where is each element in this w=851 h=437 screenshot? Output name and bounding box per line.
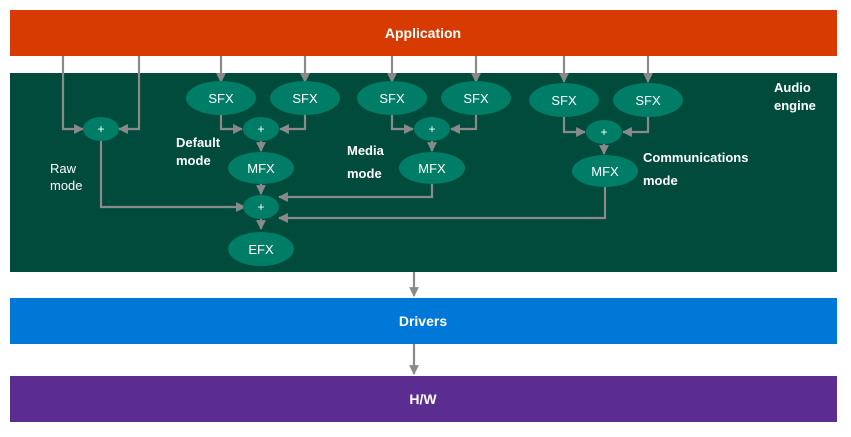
svg-text:SFX: SFX xyxy=(551,93,577,108)
connections xyxy=(61,56,653,375)
hw-label: H/W xyxy=(409,391,437,407)
hw-bar xyxy=(10,376,837,422)
efx-node: EFX xyxy=(228,232,294,266)
svg-text:SFX: SFX xyxy=(463,91,489,106)
svg-text:+: + xyxy=(257,122,264,136)
svg-text:SFX: SFX xyxy=(292,91,318,106)
raw-mode-label: Raw mode xyxy=(50,161,83,193)
svg-text:+: + xyxy=(97,122,104,136)
communications-mfx-node: MFX xyxy=(572,155,638,187)
default-mode-label: Default mode xyxy=(176,135,224,168)
media-sfx-node-2: SFX xyxy=(441,81,511,115)
default-mfx-node: MFX xyxy=(228,152,294,184)
media-mfx-node: MFX xyxy=(399,152,465,184)
application-label: Application xyxy=(385,25,461,41)
final-mix-node: + xyxy=(243,195,279,219)
communications-mode-label: Communications mode xyxy=(643,150,752,188)
svg-text:SFX: SFX xyxy=(635,93,661,108)
communications-sfx-node-2: SFX xyxy=(613,83,683,117)
application-bar xyxy=(10,10,837,56)
communications-mix-node: + xyxy=(586,120,622,144)
svg-text:+: + xyxy=(428,122,435,136)
drivers-label: Drivers xyxy=(399,313,447,329)
communications-sfx-node-1: SFX xyxy=(529,83,599,117)
media-mix-node: + xyxy=(414,117,450,141)
svg-text:SFX: SFX xyxy=(379,91,405,106)
svg-text:+: + xyxy=(257,200,264,214)
media-sfx-node-1: SFX xyxy=(357,81,427,115)
default-sfx-node-1: SFX xyxy=(186,81,256,115)
raw-mix-node: + xyxy=(83,117,119,141)
drivers-bar xyxy=(10,298,837,344)
svg-text:SFX: SFX xyxy=(208,91,234,106)
default-sfx-node-2: SFX xyxy=(270,81,340,115)
svg-text:MFX: MFX xyxy=(591,164,619,179)
media-mode-label: Media mode xyxy=(347,143,387,181)
svg-text:MFX: MFX xyxy=(247,161,275,176)
default-mix-node: + xyxy=(243,117,279,141)
svg-text:EFX: EFX xyxy=(248,242,274,257)
audio-engine-label: Audio engine xyxy=(774,80,816,113)
svg-text:MFX: MFX xyxy=(418,161,446,176)
svg-text:+: + xyxy=(600,125,607,139)
